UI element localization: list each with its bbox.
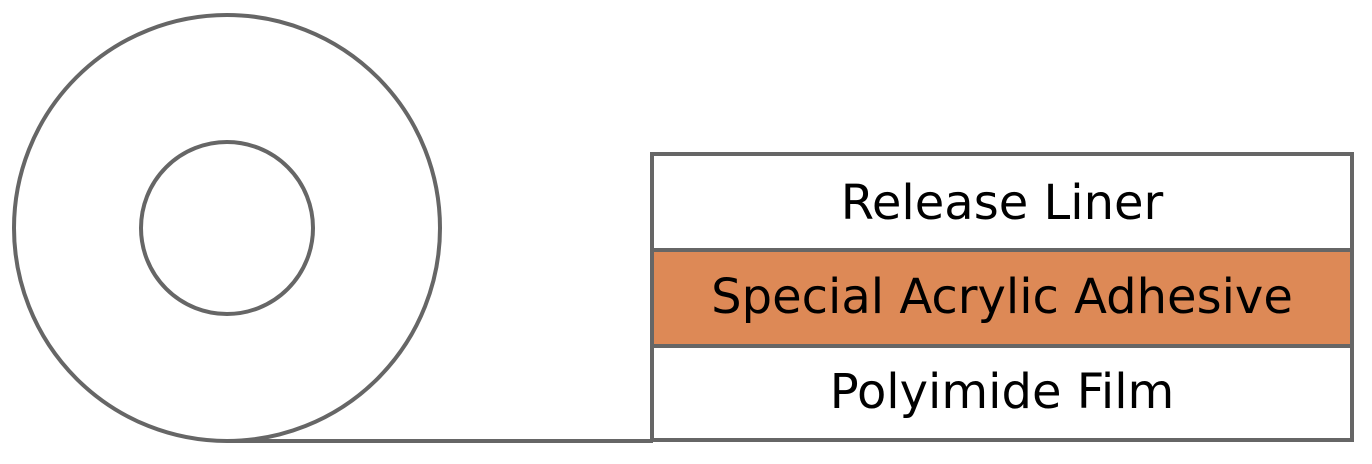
roll-core-circle bbox=[139, 140, 315, 316]
layer-polyimide-film bbox=[650, 344, 1354, 442]
tape-roll bbox=[12, 13, 442, 443]
layer-label-adhesive: Special Acrylic Adhesive bbox=[711, 269, 1293, 325]
layer-stack: Release Liner Special Acrylic Adhesive P… bbox=[650, 152, 1354, 442]
layer-label-release-liner: Release Liner bbox=[841, 175, 1164, 231]
layer-release-liner bbox=[650, 152, 1354, 252]
layer-label-polyimide-film: Polyimide Film bbox=[830, 364, 1175, 420]
